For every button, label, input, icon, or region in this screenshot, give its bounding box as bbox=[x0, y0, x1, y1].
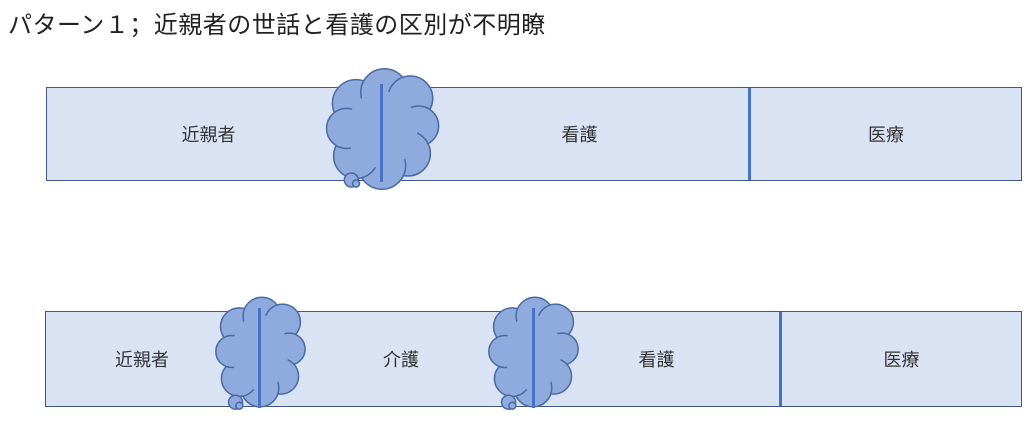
pattern2-divider-nursing-medical bbox=[779, 312, 782, 406]
pattern1-divider-nursing-medical bbox=[748, 88, 751, 180]
pattern1-bar: 近親者 看護 医療 bbox=[46, 87, 1022, 181]
pattern1-heading: パターン１；近親者の世話と看護の区別が不明瞭 bbox=[8, 11, 546, 39]
pattern2-cloud-right-icon bbox=[488, 296, 579, 410]
pattern1-segment-nursing: 看護 bbox=[561, 125, 598, 146]
pattern1-segment-kinship: 近親者 bbox=[181, 125, 236, 146]
pattern1-segment-medical: 医療 bbox=[868, 125, 904, 146]
pattern1-cloud-icon bbox=[325, 68, 440, 190]
pattern2-segment-kinship: 近親者 bbox=[115, 350, 169, 371]
pattern2-segment-nursing: 看護 bbox=[638, 350, 675, 371]
pattern2-segment-care: 介護 bbox=[383, 350, 419, 371]
pattern2-segment-medical: 医療 bbox=[883, 350, 920, 371]
pattern2-cloud-left-icon bbox=[215, 296, 306, 410]
